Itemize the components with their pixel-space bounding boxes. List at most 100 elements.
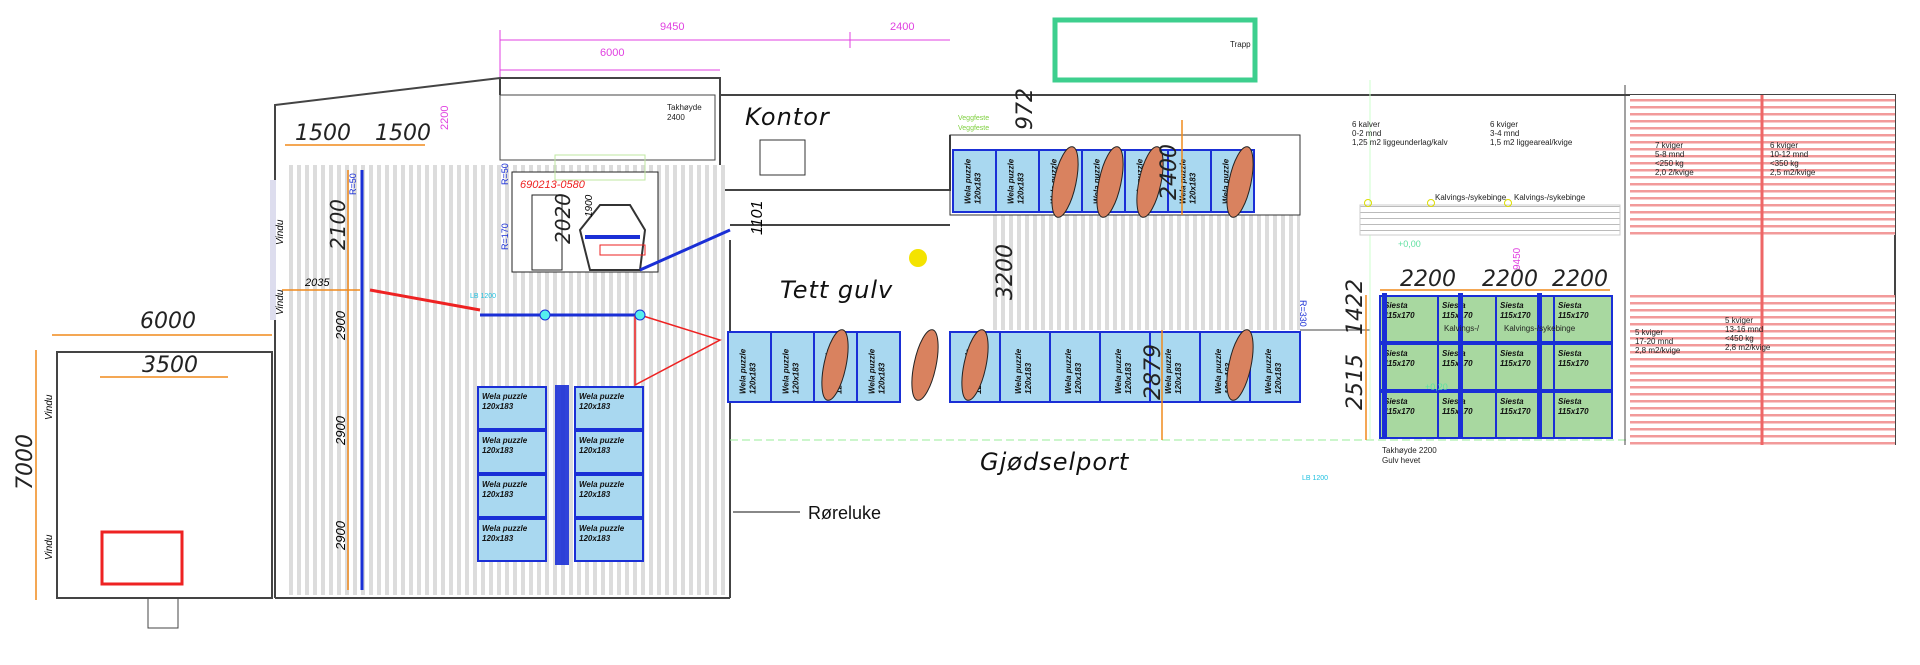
mat-size: 115x170: [1500, 359, 1531, 368]
mat-label: Wela puzzle: [782, 348, 791, 394]
veggfeste-label-1: Veggfeste: [958, 115, 989, 122]
mat-label: Siesta: [1558, 301, 1582, 310]
cow-icon: [821, 329, 849, 401]
room-label-gjodselport: Gjødselport: [980, 448, 1130, 476]
mat-label: Wela puzzle: [1222, 158, 1231, 204]
mat-size: 115x170: [1558, 359, 1589, 368]
level-label-020: +0,20: [1425, 382, 1448, 392]
mat-label: Wela puzzle: [482, 436, 528, 445]
mat-label: Wela puzzle: [579, 524, 625, 533]
svg-text:2879: 2879: [1141, 344, 1166, 400]
mat-label: Siesta: [1500, 349, 1524, 358]
svg-text:2035: 2035: [304, 277, 330, 289]
svg-text:2900: 2900: [333, 310, 348, 341]
mat-label: Wela puzzle: [579, 392, 625, 401]
slatted-floor-middle: [990, 215, 1300, 330]
mat-size: 120x183: [579, 446, 611, 455]
mat-label: Siesta: [1558, 349, 1582, 358]
mat-label: Wela puzzle: [1007, 158, 1016, 204]
radius-r50-a: R=50: [500, 163, 510, 185]
svg-text:1500: 1500: [375, 121, 431, 146]
svg-text:R=330: R=330: [1298, 300, 1308, 327]
svg-text:2200: 2200: [1552, 267, 1608, 292]
mat-size: 120x183: [1074, 362, 1083, 394]
window-label-3: Vindu: [44, 394, 55, 420]
svg-text:Kalvings-/: Kalvings-/: [1444, 324, 1480, 333]
manure-drain-marker: [909, 249, 927, 267]
lb-label-1: LB 1200: [470, 293, 496, 300]
mat-label: Wela puzzle: [1264, 348, 1273, 394]
mat-label: Wela puzzle: [868, 348, 877, 394]
svg-text:9450: 9450: [1512, 247, 1523, 270]
svg-text:7000: 7000: [13, 434, 38, 490]
mat-size: 120x183: [482, 446, 514, 455]
svg-text:3200: 3200: [993, 244, 1018, 300]
mat-label: Siesta: [1442, 301, 1466, 310]
mat-size: 120x183: [1189, 172, 1198, 204]
mat-label: Wela puzzle: [1064, 348, 1073, 394]
cow-icon: [1051, 146, 1079, 218]
mat-size: 120x183: [1017, 172, 1026, 204]
mat-size: 120x183: [1274, 362, 1283, 394]
mat-label: Siesta: [1558, 397, 1582, 406]
mat-label: Wela puzzle: [579, 480, 625, 489]
mat-label: Wela puzzle: [482, 524, 528, 533]
svg-text:Kalvings-/sykebinge: Kalvings-/sykebinge: [1514, 193, 1586, 202]
cow-icon: [911, 329, 939, 401]
svg-text:2400: 2400: [1157, 144, 1182, 200]
mat-size: 120x183: [579, 402, 611, 411]
mat-size: 115x170: [1442, 311, 1473, 320]
mat-size: 115x170: [1442, 407, 1473, 416]
mat-label: Wela puzzle: [1214, 348, 1223, 394]
lb-label-2: LB 1200: [1302, 475, 1328, 482]
mat-size: 120x183: [1174, 362, 1183, 394]
svg-text:2900: 2900: [333, 520, 348, 551]
svg-text:2515: 2515: [1343, 354, 1368, 410]
mat-label: Wela puzzle: [739, 348, 748, 394]
svg-text:6000: 6000: [140, 309, 196, 334]
siesta-mat-grid: Siesta115x170Siesta115x170Siesta115x170S…: [1379, 293, 1613, 439]
mat-label: Siesta: [1442, 349, 1466, 358]
level-label-0: +0,00: [1398, 239, 1421, 249]
mat-label: Siesta: [1384, 397, 1408, 406]
svg-text:Kalvings-/sykebinge: Kalvings-/sykebinge: [1435, 193, 1507, 202]
mat-label: Wela puzzle: [579, 436, 625, 445]
svg-text:1500: 1500: [295, 121, 351, 146]
svg-text:1101: 1101: [749, 201, 766, 235]
svg-text:2200: 2200: [1400, 267, 1456, 292]
window-label-1: Vindu: [275, 219, 286, 245]
cow-icon: [1226, 329, 1254, 401]
mat-size: 115x170: [1442, 359, 1473, 368]
svg-text:1422: 1422: [1343, 279, 1368, 335]
equipment-id-label: 690213-0580: [520, 179, 586, 191]
dimension-lines: 1500 1500 2035 2100 2900 2900 2900 6000 …: [13, 88, 1610, 600]
mat-size: 120x183: [974, 172, 983, 204]
top-dimensions: 9450 2400 6000 2200: [439, 21, 950, 130]
mat-label: Siesta: [1500, 397, 1524, 406]
